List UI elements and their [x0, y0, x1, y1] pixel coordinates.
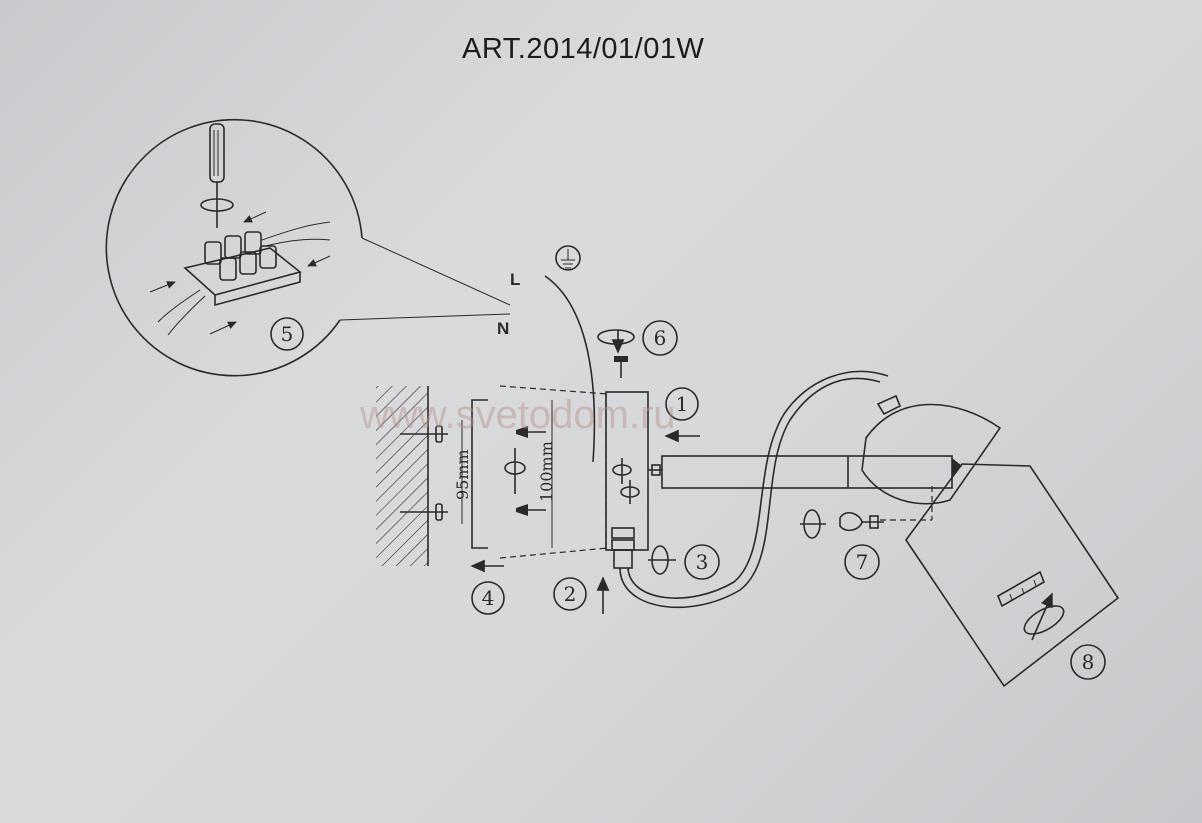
screw-icon: [516, 426, 546, 516]
wall: [376, 386, 428, 566]
canopy-screw-icon: [612, 458, 640, 504]
dimension-100-label: 100mm: [537, 441, 556, 502]
bulb-holder: [996, 570, 1046, 608]
earth-ground-icon: [555, 245, 581, 271]
screwdriver-icon: [200, 123, 234, 228]
top-screw-icon: [597, 329, 635, 378]
wall-plug: [400, 425, 448, 521]
flexible-arm: [619, 377, 881, 609]
step-6-label: 6: [654, 326, 667, 350]
bulb-screw-icon: [800, 509, 884, 539]
horizontal-arm: [661, 455, 953, 489]
lamp-shade: [861, 403, 1002, 505]
page-title: ART.2014/01/01W: [462, 33, 705, 65]
step-5-label: 5: [281, 322, 294, 346]
step-8-label: 8: [1082, 650, 1095, 674]
cable-nut: [611, 527, 635, 569]
step-4-label: 4: [482, 586, 495, 610]
live-wire-label: L: [510, 270, 520, 289]
step-2-label: 2: [564, 582, 577, 606]
terminal-block: [157, 221, 331, 336]
glass-shade: [905, 463, 1120, 688]
rotate-arrow-icon: [648, 545, 676, 575]
rotate-arrow-icon: [504, 448, 526, 494]
mounting-bracket: [471, 399, 488, 549]
ground-wire: [544, 275, 596, 463]
step-3-label: 3: [696, 550, 709, 574]
neutral-wire-label: N: [497, 319, 509, 338]
step-1-label: 1: [676, 392, 689, 416]
step-7-label: 7: [856, 550, 869, 574]
rotate-arrow-icon: [1023, 592, 1065, 641]
dimension-95-label: 95mm: [453, 449, 472, 500]
watermark: www.svetodom.ru: [359, 393, 676, 437]
wiring-detail-bubble: 5: [105, 118, 511, 377]
